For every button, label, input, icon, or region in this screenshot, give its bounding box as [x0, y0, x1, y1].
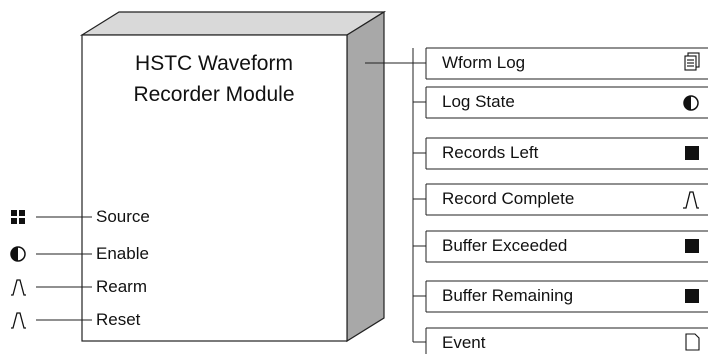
input-label-enable: Enable: [96, 244, 149, 263]
numeric-square-icon: [685, 289, 699, 303]
module-side-face: [346, 10, 385, 343]
output-label-records-left: Records Left: [442, 143, 539, 162]
document-icon: [685, 333, 700, 351]
output-label-buffer-remaining: Buffer Remaining: [442, 286, 574, 305]
pulse-icon: [11, 279, 26, 296]
numeric-array-icon: [11, 210, 25, 224]
pulse-icon: [11, 312, 26, 329]
boolean-half-circle-icon: [10, 246, 26, 262]
numeric-square-icon: [685, 146, 699, 160]
pulse-icon: [683, 191, 699, 209]
module-top-face: [79, 11, 387, 36]
output-label-wform-log: Wform Log: [442, 53, 526, 72]
boolean-half-circle-icon: [683, 95, 699, 111]
input-label-reset: Reset: [96, 310, 141, 329]
log-stack-icon: [684, 52, 700, 71]
module-front-face: [81, 34, 348, 342]
output-label-log-state: Log State: [442, 92, 515, 111]
numeric-square-icon: [685, 239, 699, 253]
output-box-borders: [426, 47, 708, 329]
module-title: HSTC Waveform Recorder Module: [82, 48, 346, 110]
input-label-source: Source: [96, 207, 150, 226]
module-title-line2: Recorder Module: [133, 83, 295, 106]
output-label-event: Event: [442, 333, 486, 352]
output-label-record-complete: Record Complete: [442, 189, 575, 208]
input-label-rearm: Rearm: [96, 277, 148, 296]
output-ticks: [413, 62, 426, 343]
output-label-buffer-exceeded: Buffer Exceeded: [442, 236, 568, 255]
module-title-line1: HSTC Waveform: [135, 52, 293, 75]
